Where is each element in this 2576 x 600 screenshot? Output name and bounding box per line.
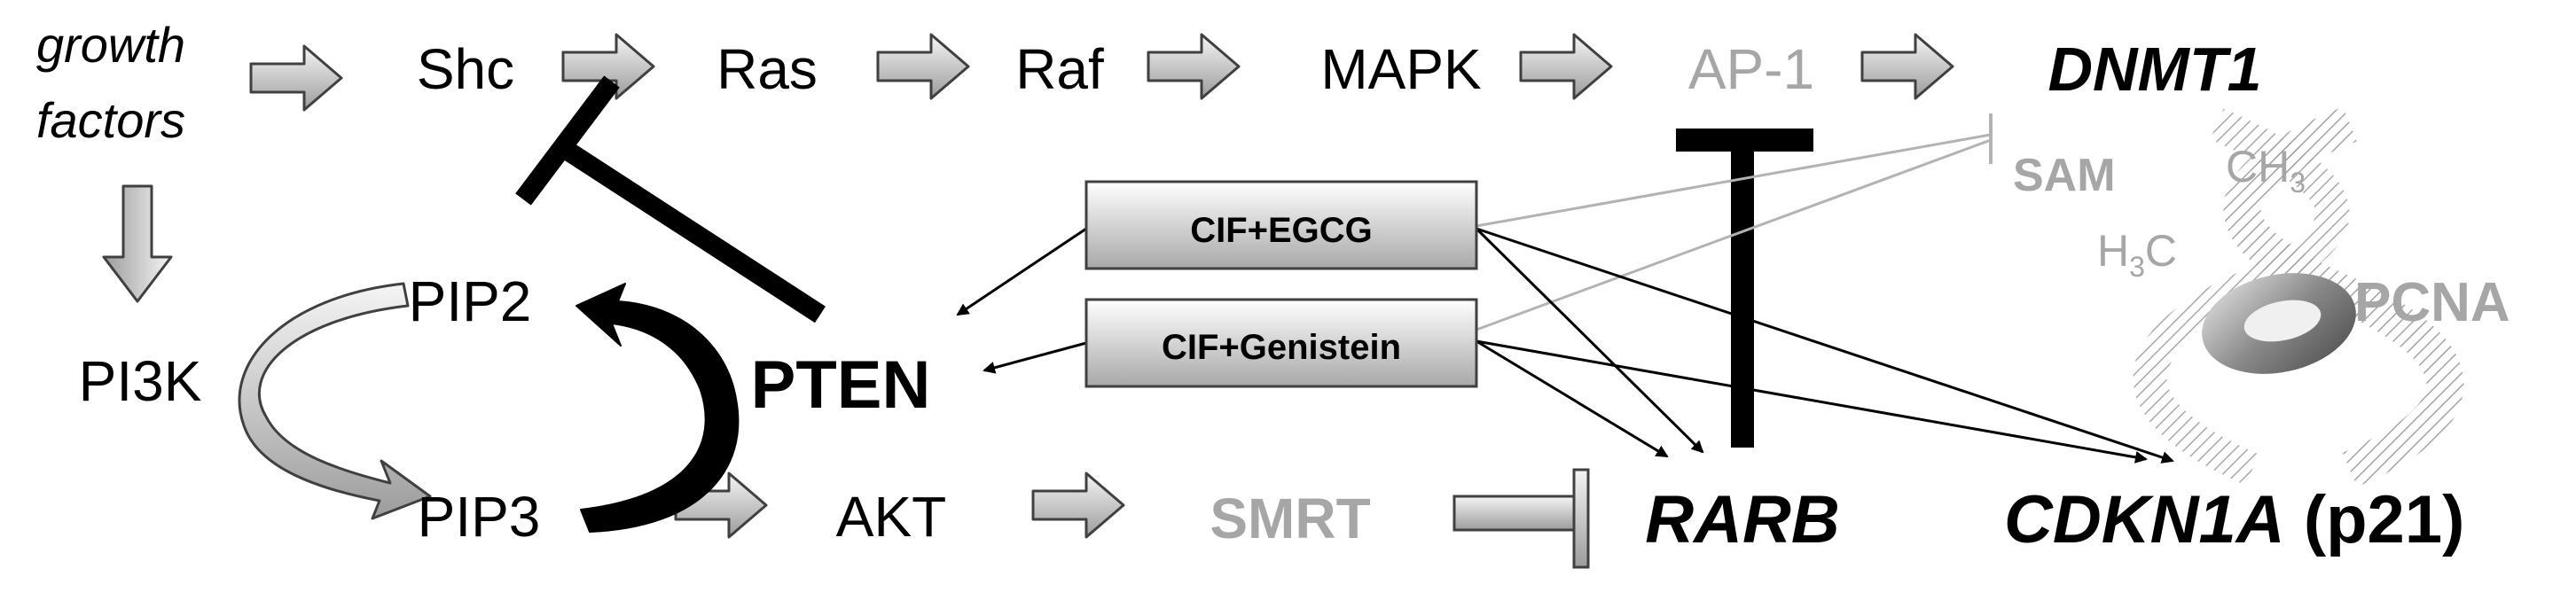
pcna-ring-icon <box>2202 273 2356 374</box>
node-rarb: RARB <box>1645 482 1840 557</box>
node-smrt: SMRT <box>1210 487 1370 550</box>
node-sam: SAM <box>2013 150 2116 201</box>
node-cdkn1a-p21: CDKN1A (p21) <box>2004 482 2464 557</box>
node-growth-factors-line1: growth <box>36 17 185 73</box>
inhibition-smrt-rarb <box>1452 468 1590 569</box>
methyl-h3c: H3C <box>2097 226 2177 283</box>
arrow-raf-to-mapk <box>1147 33 1241 100</box>
methyl-ch3: CH3 <box>2226 142 2306 199</box>
arrow-pip3-to-pip2 <box>575 283 740 533</box>
treatment-label-cif-egcg: CIF+EGCG <box>1190 211 1373 250</box>
node-pi3k: PI3K <box>79 349 202 413</box>
inhibition-rarb-ap1 <box>1676 129 1813 448</box>
muted-connectors <box>1476 113 1993 331</box>
node-akt: AKT <box>836 485 946 549</box>
node-shc: Shc <box>417 37 514 101</box>
node-cdkn1a: CDKN1A <box>2004 482 2285 557</box>
node-ap1: AP-1 <box>1688 37 1814 101</box>
treatment-label-cif-genistein: CIF+Genistein <box>1162 328 1401 367</box>
arrow-ras-to-raf <box>876 33 970 100</box>
arrow-ap1-to-dnmt1 <box>1860 33 1954 100</box>
node-dnmt1: DNMT1 <box>2047 35 2261 104</box>
node-pten: PTEN <box>751 347 931 423</box>
arrow-growth-to-shc <box>249 44 343 112</box>
arrow-mapk-to-ap1 <box>1519 33 1613 100</box>
treatment-box-cif-egcg: CIF+EGCG <box>1084 180 1478 270</box>
node-pip3: PIP3 <box>418 485 541 549</box>
node-mapk: MAPK <box>1320 37 1481 101</box>
inhibition-pten-shc <box>515 75 826 323</box>
arrow-growth-to-pi3k <box>102 184 173 303</box>
node-pcna: PCNA <box>2354 272 2510 333</box>
arrow-pip2-to-pip3 <box>238 282 432 520</box>
treatment-box-cif-genistein: CIF+Genistein <box>1084 298 1478 388</box>
node-p21: (p21) <box>2285 482 2465 557</box>
node-pip2: PIP2 <box>409 269 532 333</box>
node-raf: Raf <box>1015 37 1104 101</box>
node-growth-factors-line2: factors <box>36 92 185 148</box>
arrow-akt-to-smrt <box>1031 471 1125 539</box>
node-ras: Ras <box>716 37 818 101</box>
treatment-arrows <box>956 227 2174 464</box>
